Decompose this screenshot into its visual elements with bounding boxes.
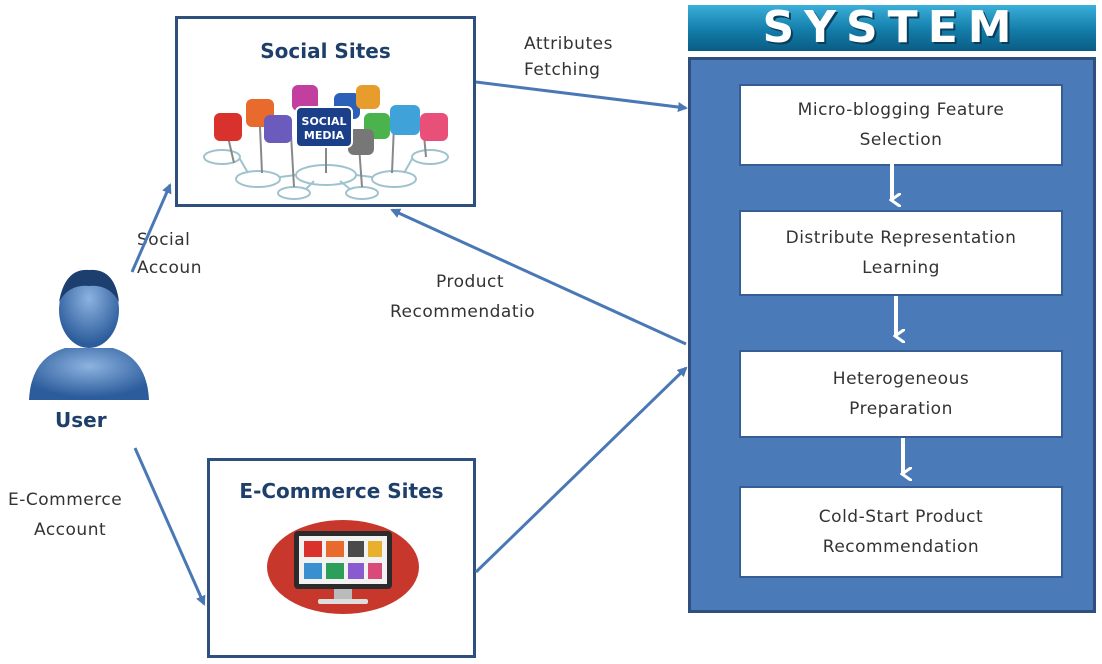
ecommerce-monitor-icon (267, 520, 419, 614)
label-fetching-line: Fetching (524, 60, 601, 80)
user-avatar-icon (29, 269, 149, 400)
step-2-line-1: Distribute Representation (785, 228, 1017, 248)
label-product-line: Product (436, 272, 505, 292)
label-attributes-fetching: Attributes Fetching (524, 34, 613, 80)
ecommerce-sites-box: E-Commerce Sites (207, 458, 476, 658)
social-media-network-icon: SOCIAL MEDIA (203, 85, 449, 200)
step-2-line-2: Learning (862, 258, 940, 278)
social-badge-line-1: SOCIAL (302, 115, 347, 128)
label-attributes-line: Attributes (524, 34, 613, 54)
label-ecommerce-line: E-Commerce (8, 490, 123, 510)
social-sites-box: Social Sites (175, 16, 476, 207)
label-account-line: Accoun (137, 258, 202, 278)
step-1-line-1: Micro-blogging Feature (797, 100, 1005, 120)
user-label: User (55, 408, 107, 432)
step-1-line-2: Selection (859, 130, 943, 150)
arrow-attributes-fetching (475, 80, 688, 112)
arrow-ecommerce-account (133, 447, 206, 606)
label-ecommerce-account-line: Account (34, 520, 107, 540)
system-panel: Micro-blogging Feature Selection Distrib… (688, 57, 1096, 613)
label-recommendation-line: Recommendatio (390, 302, 536, 322)
ecommerce-sites-title: E-Commerce Sites (239, 479, 444, 503)
label-product-recommendation: Product Recommendatio (390, 272, 535, 322)
arrow-ecommerce-to-system (474, 366, 688, 574)
step-3-line-2: Preparation (849, 399, 953, 419)
step-representation-learning: Distribute Representation Learning (739, 210, 1063, 296)
label-social-account: Social Accoun (137, 230, 202, 278)
step-cold-start-recommendation: Cold-Start Product Recommendation (739, 486, 1063, 578)
label-ecommerce-account: E-Commerce Account (8, 490, 122, 540)
label-social-line: Social (137, 230, 191, 250)
step-3-line-1: Heterogeneous (832, 369, 970, 389)
system-banner: SYSTEM (688, 5, 1096, 51)
social-sites-title: Social Sites (260, 39, 391, 63)
social-badge-line-2: MEDIA (304, 129, 345, 142)
step-4-line-2: Recommendation (822, 537, 980, 557)
step-heterogeneous-preparation: Heterogeneous Preparation (739, 350, 1063, 438)
step-4-line-1: Cold-Start Product (818, 507, 984, 527)
step-feature-selection: Micro-blogging Feature Selection (739, 84, 1063, 166)
